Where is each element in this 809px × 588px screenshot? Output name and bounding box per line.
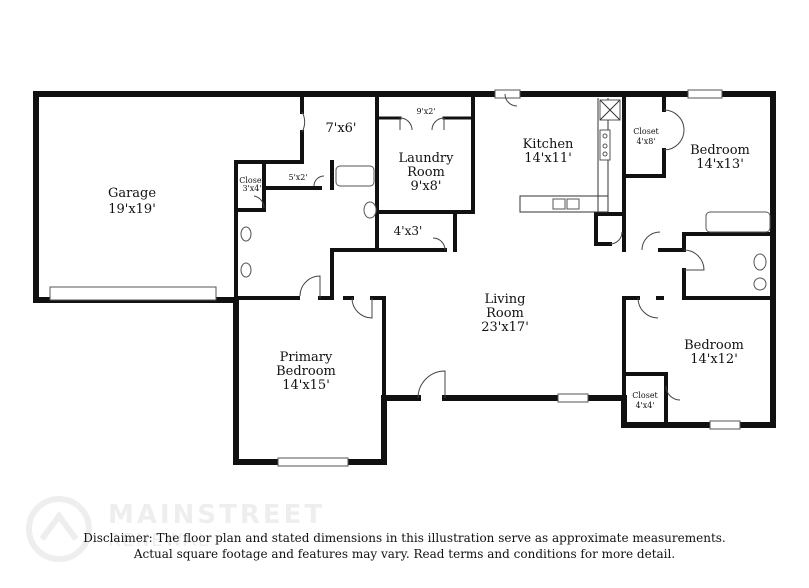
garage-door — [49, 286, 217, 301]
entry-size: 7'x6' — [325, 121, 356, 136]
brand-logo-icon — [26, 496, 92, 562]
living-size: 23'x17' — [481, 320, 529, 335]
laundry-size: 9'x8' — [410, 179, 441, 194]
primary-name-line2: Bedroom — [276, 364, 336, 379]
brand-watermark: MAINSTREET RENEWAL — [24, 494, 324, 564]
kitchen-name: Kitchen — [523, 137, 574, 152]
toilet-icon — [363, 201, 377, 219]
fixtures — [240, 99, 771, 291]
laundry-name-line2: Room — [407, 165, 445, 180]
bathtub-icon — [705, 211, 771, 233]
closet-se-size: 4'x4' — [635, 401, 654, 410]
disclaimer-line2: Actual square footage and features may v… — [133, 547, 676, 561]
interior-walls — [234, 92, 775, 427]
closet-ne-name: Closet — [633, 127, 659, 136]
kitchen-size: 14'x11' — [524, 151, 572, 166]
living-name-line1: Living — [485, 292, 526, 307]
watermark-line2: RENEWAL — [108, 530, 210, 551]
primary-name-line1: Primary — [280, 350, 333, 365]
exterior-walls — [33, 91, 776, 465]
garage-size: 19'x19' — [108, 202, 156, 217]
sink-icon — [552, 198, 566, 210]
room-labels: Garage 19'x19' 7'x6' 9'x2' Laundry Room … — [108, 107, 750, 410]
bedroom-se-size: 14'x12' — [690, 352, 738, 367]
bedroom-ne-name: Bedroom — [690, 143, 750, 158]
garage-name: Garage — [108, 186, 156, 201]
closet-5x2-size: 5'x2' — [288, 173, 307, 182]
sink-icon — [753, 277, 767, 291]
window-living — [557, 393, 589, 403]
window-bedroom-ne — [687, 89, 723, 99]
toilet-icon — [753, 253, 767, 271]
watermark-line1: MAINSTREET — [108, 500, 326, 530]
living-name-line2: Room — [486, 306, 524, 321]
laundry-name-line1: Laundry — [398, 151, 454, 166]
bedroom-ne-size: 14'x13' — [696, 157, 744, 172]
doors — [253, 93, 705, 401]
bathtub-icon — [335, 165, 375, 187]
bedroom-se-name: Bedroom — [684, 338, 744, 353]
laundry-closet-size: 9'x2' — [416, 107, 435, 116]
sink-icon — [240, 226, 252, 242]
window-bedroom-se — [709, 420, 741, 430]
primary-size: 14'x15' — [282, 378, 330, 393]
window-primary — [277, 457, 349, 467]
window-kitchen — [494, 89, 521, 99]
disclaimer-line1: Disclaimer: The floor plan and stated di… — [83, 531, 726, 545]
closet-ne-size: 4'x8' — [636, 137, 655, 146]
kitchen-counter — [519, 195, 609, 213]
closet-se-name: Closet — [632, 391, 658, 400]
closet-small-size: 3'x4' — [242, 184, 261, 193]
closet-small-name: Closet — [239, 176, 265, 185]
pantry-size: 4'x3' — [394, 224, 423, 238]
